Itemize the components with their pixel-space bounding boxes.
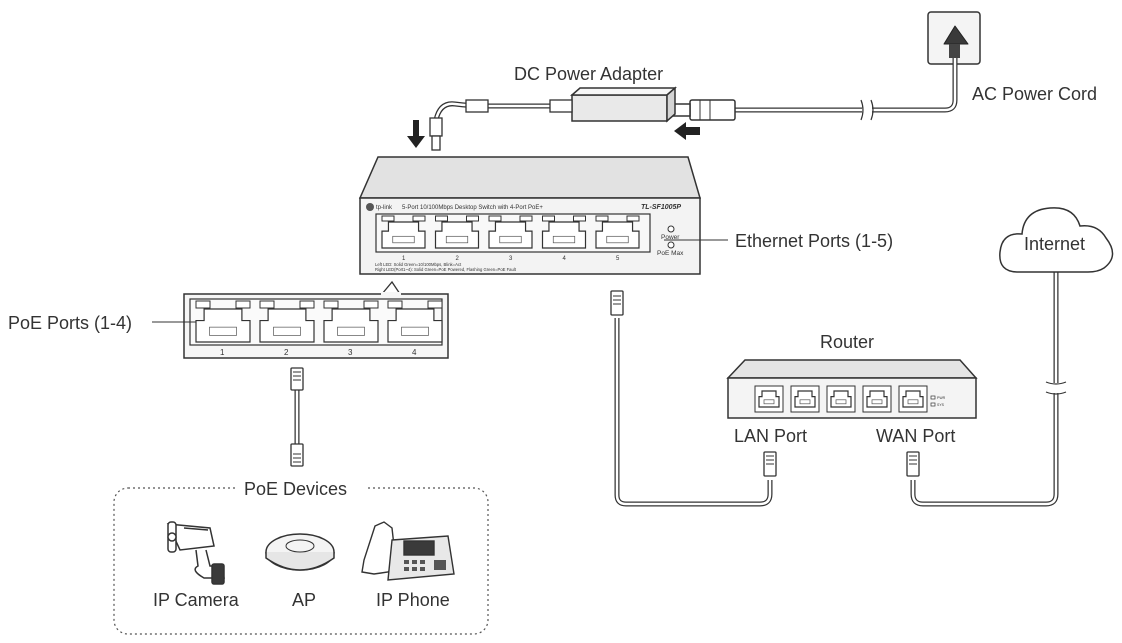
switch-port-number: 5 [616,256,620,262]
rj45-port-icon [541,221,587,249]
port-left-led [195,300,211,309]
cord-break-mark [860,99,874,121]
dc-power-adapter-icon [570,86,677,123]
wan-cable [906,272,1067,507]
switch-description: 5-Port 10/100Mbps Desktop Switch with 4-… [402,205,543,211]
port-right-led [466,215,479,222]
switch-brand: tp-link [376,205,393,211]
cord-break-mark [1045,381,1067,395]
poe-max-led-label: PoE Max [657,250,684,257]
poe-devices-group [113,487,489,635]
switch-port [381,221,426,249]
switch-port-number: 1 [402,256,406,262]
internet-cloud-icon [999,207,1114,273]
port-right-led [573,215,586,222]
rj45-port-icon [902,390,924,408]
rj45-port-icon [866,390,888,408]
wall-socket-icon [927,11,981,65]
switch-led-legend-left: Left LED: Solid Green=10/100Mbps, Blink=… [375,262,462,267]
poe-port-number: 2 [284,348,289,357]
router-led-label: PWR [937,396,946,400]
ip-camera-label: IP Camera [153,590,240,610]
rj45-port-icon [387,308,443,343]
port-right-led [412,215,426,222]
down-arrow-icon [407,120,425,148]
ip-camera-icon [166,521,225,585]
ap-label: AP [292,590,316,610]
tp-link-logo-icon [366,203,374,211]
switch-port [488,221,533,249]
port-right-led [299,300,315,309]
port-left-led [435,215,448,222]
port-left-led [259,300,275,309]
switch-led-legend-right: Right LED(Port1~4): Solid Green=PoE Powe… [375,267,517,272]
port-left-led [595,215,609,222]
router-led [930,395,936,400]
power-led-label: Power [661,234,680,241]
switch-port-number: 3 [509,256,513,262]
port-left-led [387,300,403,309]
poe-switch: tp-link 5-Port 10/100Mbps Desktop Switch… [358,156,702,275]
port-right-led [427,300,443,309]
rj45-connector-icon [610,290,624,316]
rj45-connector-icon [290,367,304,391]
router-led-label: SYS [937,403,945,407]
router: PWR SYS [726,359,978,419]
switch-model: TL-SF1005P [641,204,681,211]
lan-port-label: LAN Port [734,426,807,446]
port-right-led [235,300,251,309]
poe-devices-label: PoE Devices [244,479,347,499]
poe-port-number: 4 [412,348,417,357]
port-right-led [363,300,379,309]
rj45-port-icon [595,221,640,249]
ethernet-ports-label: Ethernet Ports (1-5) [735,231,893,251]
poe-port-number: 1 [220,348,225,357]
rj45-port-icon [758,390,780,408]
internet-label: Internet [1024,234,1085,254]
port-left-led [323,300,339,309]
port-left-led [381,215,395,222]
port-left-led [488,215,502,222]
rj45-port-icon [381,221,426,249]
router-led [930,402,936,407]
ac-power-cord-label: AC Power Cord [972,84,1097,104]
left-arrow-icon [674,122,700,140]
port-right-led [519,215,533,222]
power-led [667,225,675,233]
switch-port-number: 4 [563,256,567,262]
dc-plug-icon [429,117,443,151]
ac-power-cord-line [735,58,958,113]
ac-connector-icon [667,99,736,121]
ip-phone-label: IP Phone [376,590,450,610]
rj45-connector-icon [906,451,920,477]
access-point-icon [265,533,335,571]
switch-port [595,221,640,249]
dc-power-adapter-label: DC Power Adapter [514,64,663,84]
rj45-port-icon [323,308,379,343]
poe-max-led [667,241,675,249]
rj45-port-icon [434,221,480,249]
lan-cable [610,290,777,507]
port-left-led [542,215,555,222]
rj45-port-icon [488,221,533,249]
rj45-port-icon [794,390,816,408]
rj45-connector-icon [763,451,777,477]
poe-ports-zoom-panel: 1 2 3 4 [183,280,449,359]
ip-phone-icon [361,521,455,581]
poe-ports-label: PoE Ports (1-4) [8,313,132,333]
rj45-connector-icon [290,443,304,467]
switch-port-number: 2 [456,256,460,262]
switch-port [434,221,480,249]
poe-port-number: 3 [348,348,353,357]
rj45-port-icon [259,308,315,343]
wan-port-label: WAN Port [876,426,955,446]
rj45-port-icon [830,390,852,408]
rj45-port-icon [195,308,251,343]
router-label: Router [820,332,874,352]
switch-port [541,221,587,249]
poe-device-cable [290,367,304,467]
port-right-led [626,215,640,222]
